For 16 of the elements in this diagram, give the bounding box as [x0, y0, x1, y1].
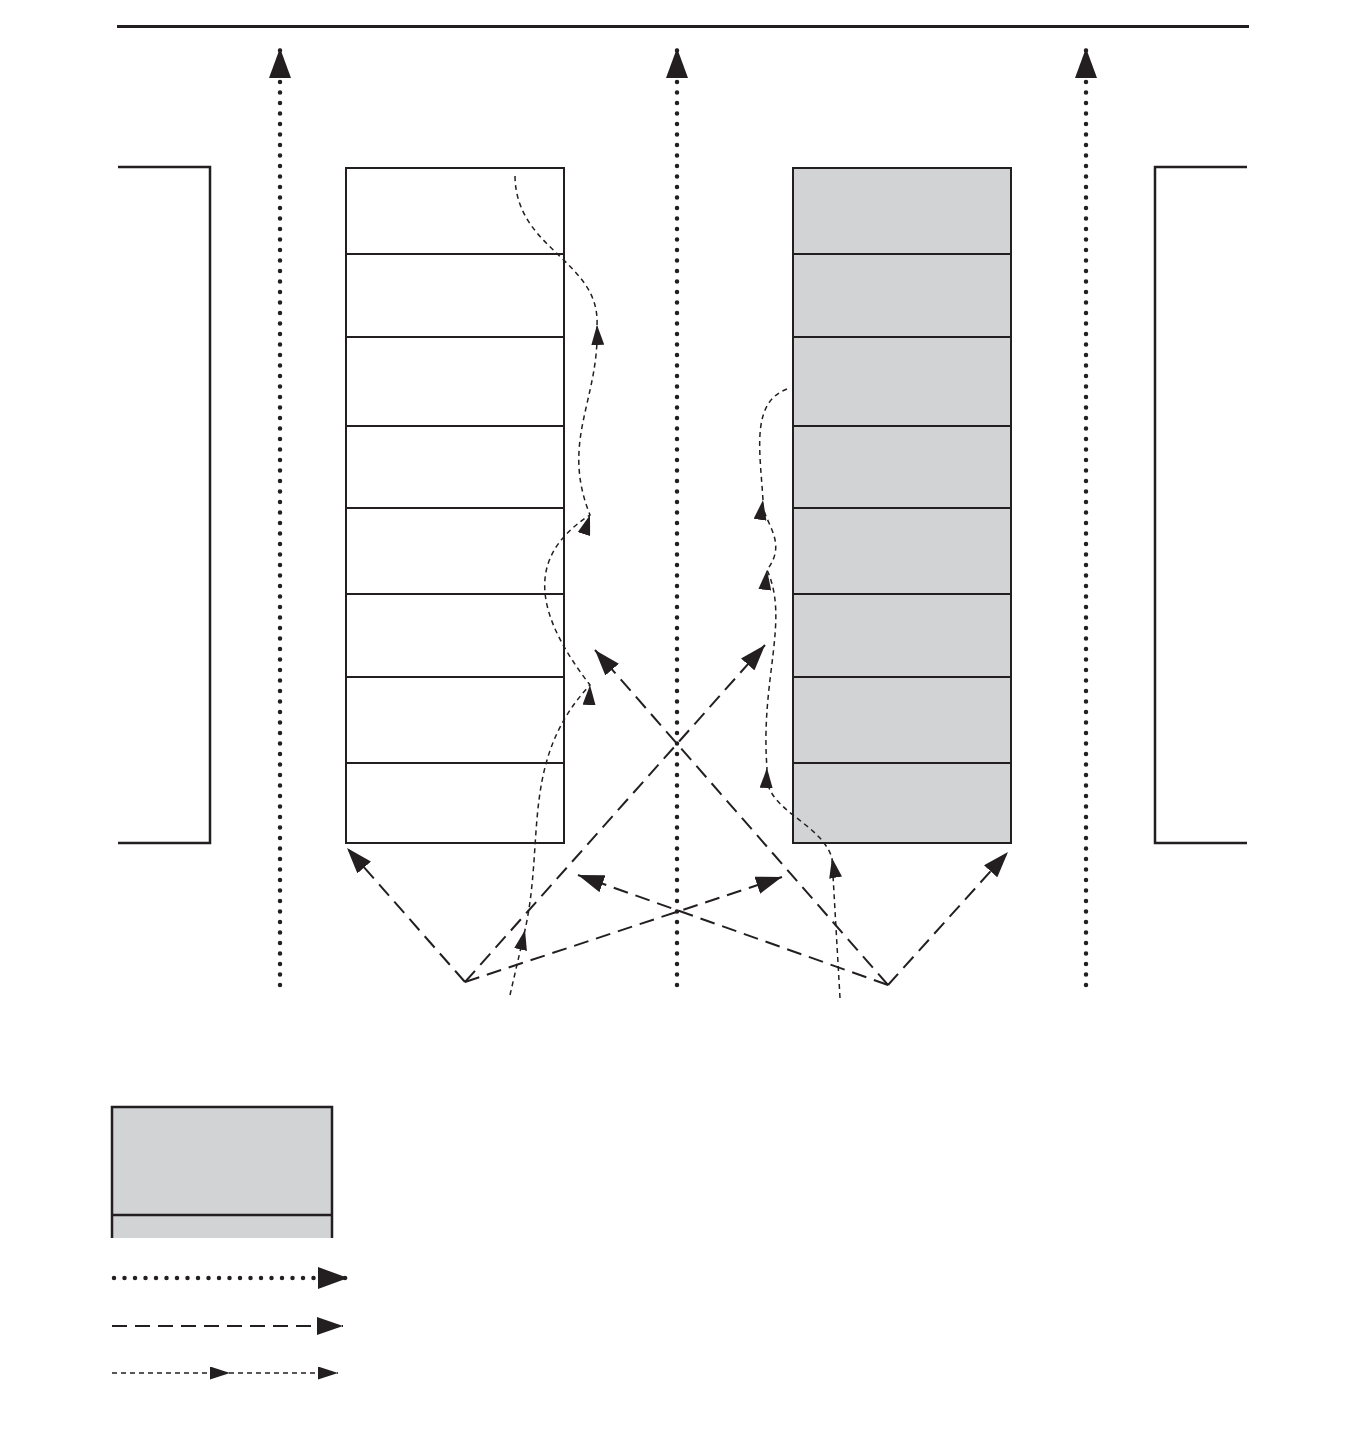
- dotted-arrow: [269, 45, 291, 988]
- dashed-arrow: [577, 874, 889, 986]
- dashed-arrow: [346, 847, 466, 983]
- dotted-arrow: [666, 45, 688, 988]
- dashed-arrow: [464, 876, 783, 983]
- wall-outline: [1153, 165, 1247, 845]
- shelf-unit: [345, 167, 565, 844]
- shelf-unit: [792, 167, 1012, 844]
- dashed-path: [754, 499, 842, 999]
- dashed-path: [509, 324, 604, 996]
- wall-outline: [118, 165, 212, 845]
- dotted-arrow: [1075, 45, 1097, 988]
- wall-line: [117, 25, 1249, 28]
- dashed-arrow: [887, 851, 1009, 986]
- dashed-arrow: [594, 649, 889, 986]
- dashed-arrow: [464, 644, 766, 983]
